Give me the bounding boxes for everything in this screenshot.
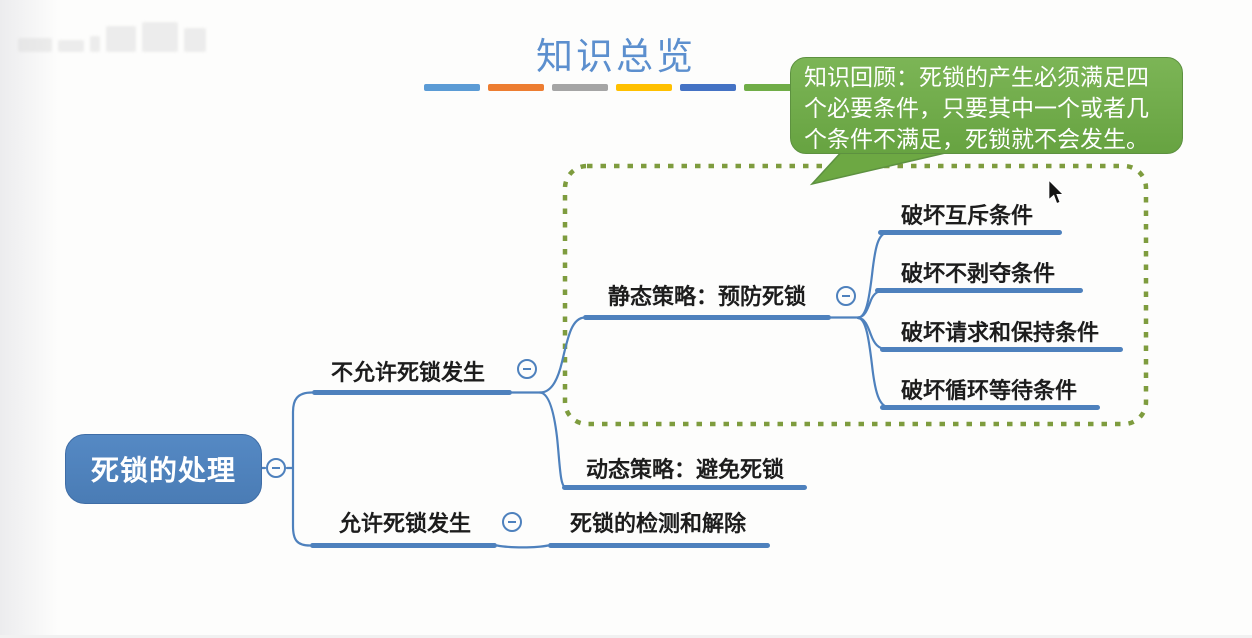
static-policy-group-border xyxy=(562,163,1149,427)
watermark xyxy=(18,22,206,52)
collapse-icon-not-allow[interactable] xyxy=(517,359,537,379)
callout-line: 个条件不满足，死锁就不会发生。 xyxy=(804,127,1149,153)
callout-line: 知识回顾：死锁的产生必须满足四 xyxy=(804,65,1149,91)
divider-dash xyxy=(488,84,544,91)
branch-line-allow xyxy=(310,543,497,548)
topic-break-no-preempt[interactable]: 破坏不剥夺条件 xyxy=(901,261,1056,286)
branch-line-static xyxy=(583,315,831,320)
topic-not-allow[interactable]: 不允许死锁发生 xyxy=(331,360,486,385)
topic-allow[interactable]: 允许死锁发生 xyxy=(339,511,472,536)
title-divider xyxy=(424,84,800,91)
divider-dash xyxy=(552,84,608,91)
branch-line-dynamic xyxy=(562,485,807,490)
slide-title: 知识总览 xyxy=(536,35,696,78)
topic-static-policy[interactable]: 静态策略：预防死锁 xyxy=(608,284,807,309)
divider-dash xyxy=(424,84,480,91)
branch-line-request-hold xyxy=(880,347,1123,352)
topic-dynamic-policy[interactable]: 动态策略：避免死锁 xyxy=(586,457,785,482)
topic-root[interactable]: 死锁的处理 xyxy=(65,434,262,504)
branch-line-mutex xyxy=(878,230,1062,235)
divider-dash xyxy=(680,84,736,91)
collapse-icon-allow[interactable] xyxy=(502,512,522,532)
branch-line-circular-wait xyxy=(880,405,1100,410)
mouse-cursor xyxy=(1048,180,1065,205)
callout-line: 个必要条件，只要其中一个或者几 xyxy=(804,96,1149,122)
branch-line-detect xyxy=(548,543,770,548)
collapse-icon-static[interactable] xyxy=(836,286,856,306)
callout-knowledge-review: 知识回顾：死锁的产生必须满足四 个必要条件，只要其中一个或者几 个条件不满足，死… xyxy=(790,57,1183,154)
divider-dash xyxy=(616,84,672,91)
page-bottom-edge xyxy=(0,635,1252,638)
topic-break-request-hold[interactable]: 破坏请求和保持条件 xyxy=(901,320,1100,345)
topic-detect[interactable]: 死锁的检测和解除 xyxy=(570,511,747,536)
branch-line-no-preempt xyxy=(875,288,1083,293)
topic-break-circular-wait[interactable]: 破坏循环等待条件 xyxy=(901,378,1078,403)
divider-dash xyxy=(744,84,800,91)
collapse-icon-root[interactable] xyxy=(266,458,286,478)
branch-line-not-allow xyxy=(312,390,512,395)
topic-break-mutex[interactable]: 破坏互斥条件 xyxy=(901,203,1034,228)
